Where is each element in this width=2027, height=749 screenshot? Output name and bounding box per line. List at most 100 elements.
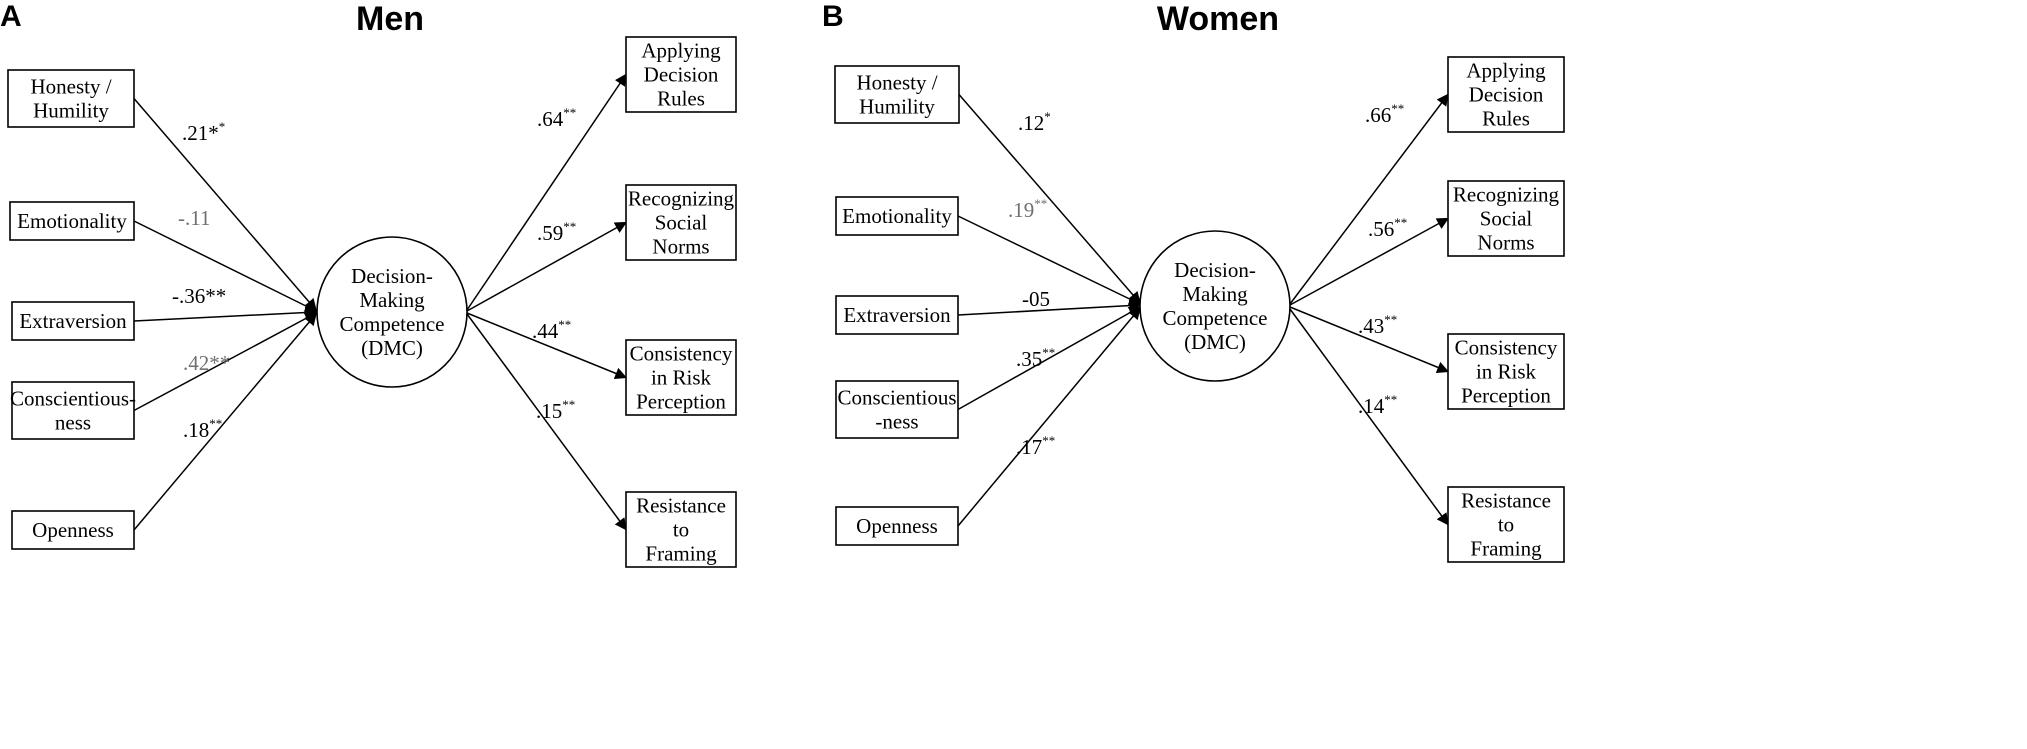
outcome-recognizing-social-norms-label-line: Recognizing [1453,183,1560,207]
predictor-conscientious-ness-label: Conscientious-ness [10,387,136,435]
predictor-emotionality-label: Emotionality [842,204,952,228]
outcome-resistance-to-framing-label-line: to [1498,513,1514,537]
outcome-applying-decision-rules-coefficient-value: .66 [1365,103,1391,127]
outcome-resistance-to-framing-label-line: Framing [1470,537,1542,561]
dmc-label-line: (DMC) [1184,330,1246,354]
outcome-applying-decision-rules-label-line: Rules [657,87,705,111]
predictor-openness-label-line: Openness [856,514,938,538]
dmc-label-line: Decision- [1174,258,1256,282]
outcome-recognizing-social-norms-significance-marker: ** [563,219,576,234]
outcome-resistance-to-framing-significance-marker: ** [562,397,575,412]
predictor-honesty-humility-box [7,69,135,128]
outcome-recognizing-social-norms-coefficient-value: .59 [537,221,563,245]
predictor-extraversion-box [835,295,959,335]
outcome-recognizing-social-norms-label-line: Social [655,211,708,235]
predictor-extraversion-coefficient-value: -05 [1022,287,1050,311]
outcome-consistency-in-risk-perception-label-line: Perception [1461,384,1551,408]
predictor-conscientious-ness-label: Conscientious-ness [838,386,957,434]
predictor-conscientious-ness-path-arrow [133,312,318,412]
outcome-applying-decision-rules-label-line: Decision [1469,83,1544,107]
outcome-consistency-in-risk-perception-coefficient: .44** [532,317,571,343]
predictor-openness-box [835,506,959,546]
outcome-applying-decision-rules-coefficient: .64** [537,105,576,131]
outcome-applying-decision-rules-coefficient: .66** [1365,101,1404,127]
outcome-recognizing-social-norms-label-line: Norms [1477,231,1534,255]
predictor-extraversion-path-arrow [957,299,1142,316]
outcome-applying-decision-rules-significance-marker: ** [563,105,576,120]
outcome-consistency-in-risk-perception-label-line: in Risk [651,366,712,390]
dmc-label-line: Making [1182,282,1248,306]
outcome-applying-decision-rules-significance-marker: ** [1391,101,1404,116]
predictor-emotionality-box [835,196,959,236]
predictor-honesty-humility-coefficient: .21** [182,119,225,145]
outcome-resistance-to-framing-label-line: Resistance [636,494,726,518]
predictor-honesty-humility-label: Honesty /Humility [30,75,111,123]
outcome-applying-decision-rules-coefficient-value: .64 [537,107,564,131]
outcome-resistance-to-framing-path-arrow [1289,308,1449,526]
predictor-openness-path-arrow [957,307,1141,527]
outcome-consistency-in-risk-perception-coefficient-value: .43 [1358,314,1384,338]
predictor-emotionality-label: Emotionality [17,209,127,233]
predictor-extraversion-coefficient: -.36** [172,284,226,308]
predictor-conscientious-ness-label-line: Conscientious- [10,387,136,411]
predictor-honesty-humility-coefficient-value: .12 [1018,111,1044,135]
outcome-applying-decision-rules-label-line: Decision [644,63,719,87]
predictor-openness-path-arrow [133,313,317,531]
outcome-consistency-in-risk-perception-significance-marker: ** [1384,312,1397,327]
outcome-recognizing-social-norms-label-line: Recognizing [628,187,735,211]
predictor-honesty-humility-coefficient-value: .21* [182,121,219,145]
predictor-honesty-humility-path-arrow [133,98,317,311]
predictor-honesty-humility-label-line: Humility [859,95,935,119]
predictor-emotionality-significance-marker: ** [1034,196,1047,211]
outcome-resistance-to-framing-box [1447,486,1565,563]
predictor-openness-label: Openness [32,518,114,542]
predictor-openness-label-line: Openness [32,518,114,542]
predictor-extraversion-label-line: Extraversion [843,303,951,327]
outcome-recognizing-social-norms-box [1447,180,1565,257]
outcome-recognizing-social-norms-coefficient-value: .56 [1368,217,1394,241]
predictor-conscientious-ness-coefficient: .35** [1016,345,1055,371]
predictor-honesty-humility-label-line: Honesty / [30,75,111,99]
outcome-consistency-in-risk-perception-coefficient-value: .44 [532,319,559,343]
predictor-conscientious-ness-path-arrow [957,306,1142,411]
predictor-extraversion-box [11,301,135,341]
predictor-conscientious-ness-label-line: Conscientious [838,386,957,410]
outcome-resistance-to-framing-coefficient: .15** [536,397,575,423]
outcome-resistance-to-framing-coefficient-value: .15 [536,399,562,423]
predictor-emotionality-path-arrow [957,215,1142,305]
predictor-emotionality-coefficient-value: .19 [1008,198,1034,222]
outcome-consistency-in-risk-perception-path-arrow [1289,306,1450,373]
predictor-openness-significance-marker: ** [1042,433,1055,448]
dmc-label-line: Making [359,288,425,312]
predictor-honesty-humility-label: Honesty /Humility [856,71,937,119]
predictor-emotionality-coefficient-value: -.11 [178,206,210,230]
predictor-openness-box [11,510,135,550]
predictor-extraversion-label-line: Extraversion [19,309,127,333]
outcome-consistency-in-risk-perception-label-line: Perception [636,390,726,414]
predictor-conscientious-ness-coefficient-value: .35 [1016,347,1042,371]
predictor-emotionality-box [9,201,135,241]
predictor-conscientious-ness-label-line: -ness [875,410,918,434]
outcome-applying-decision-rules-box [1447,56,1565,133]
outcome-applying-decision-rules-label-line: Applying [641,39,721,63]
outcome-consistency-in-risk-perception-label-line: Consistency [630,342,733,366]
outcome-recognizing-social-norms-coefficient: .56** [1368,215,1407,241]
outcome-resistance-to-framing-significance-marker: ** [1384,392,1397,407]
predictor-extraversion-path-arrow [133,306,318,322]
dmc-latent-circle [316,236,468,388]
predictor-conscientious-ness-significance-marker: ** [1042,345,1055,360]
predictor-honesty-humility-coefficient: .12* [1018,109,1051,135]
outcome-recognizing-social-norms-label-line: Norms [652,235,709,259]
predictor-honesty-humility-label-line: Honesty / [856,71,937,95]
predictor-conscientious-ness-box [11,381,135,440]
predictor-honesty-humility-significance-marker: * [1044,109,1051,124]
outcome-resistance-to-framing-coefficient-value: .14 [1358,394,1385,418]
dmc-label-line: Competence [340,312,445,336]
outcome-consistency-in-risk-perception-significance-marker: ** [558,317,571,332]
